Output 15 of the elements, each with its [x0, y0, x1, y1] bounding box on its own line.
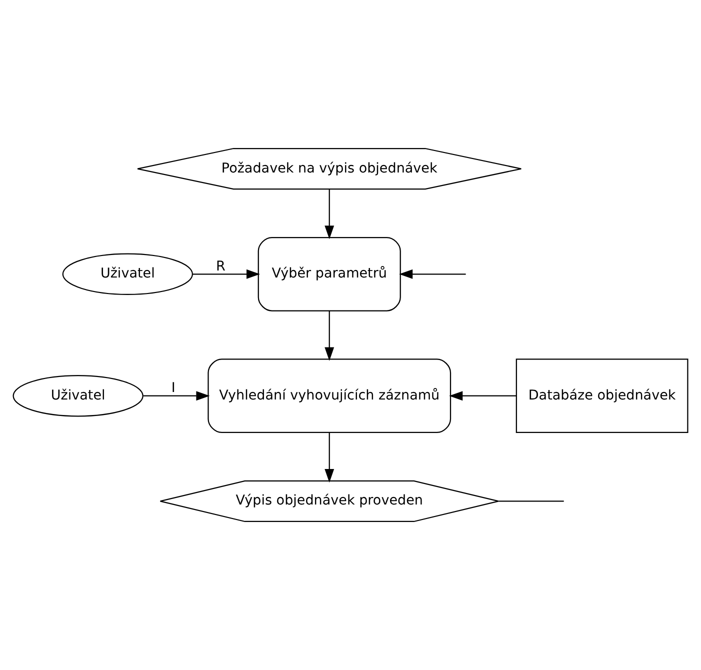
- node-ellipse: Uživatel: [12, 375, 144, 417]
- node-box: Vyhledání vyhovujících záznamů: [208, 358, 452, 434]
- arrow: [449, 391, 516, 401]
- arrow: [399, 269, 466, 279]
- connector: [498, 500, 564, 502]
- arrow: [324, 432, 334, 483]
- node-box: Výběr parametrů: [258, 236, 401, 312]
- arrow: [324, 189, 334, 240]
- edge-label: I: [171, 380, 176, 396]
- edge-label: R: [216, 258, 226, 274]
- node-box: Databáze objednávek: [516, 358, 688, 434]
- node-ellipse: Uživatel: [62, 253, 194, 295]
- arrow: [192, 269, 260, 279]
- arrow: [143, 391, 210, 401]
- arrow: [324, 310, 334, 361]
